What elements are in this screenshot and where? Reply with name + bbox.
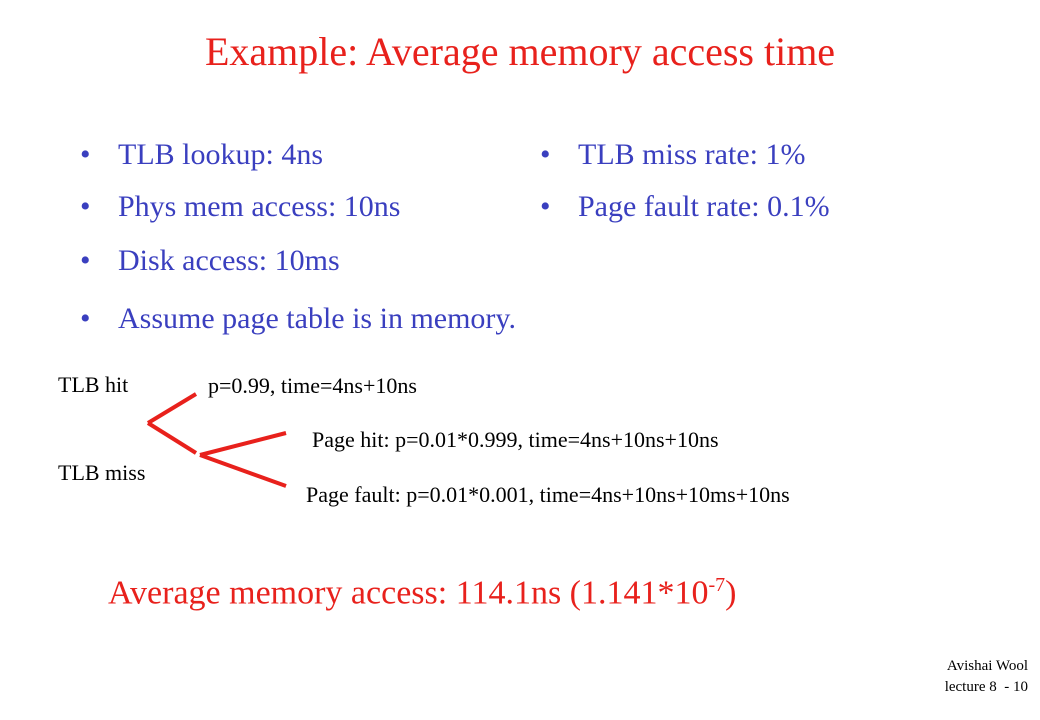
tlb-miss-label: TLB miss [58, 460, 146, 485]
tree-line-miss [146, 421, 198, 455]
slide-title: Example: Average memory access time [204, 29, 836, 74]
footer-author: Avishai Wool [946, 658, 1028, 674]
hit-branch-text: p=0.99, time=4ns+10ns [208, 373, 417, 398]
bullet-tlb-lookup: • TLB lookup: 4ns [80, 138, 323, 172]
average-access-result: Average memory access: 114.1ns (1.141*10… [108, 574, 737, 612]
bullet-text: TLB miss rate: 1% [578, 138, 806, 171]
bullet-text: Page fault rate: 0.1% [578, 190, 830, 223]
bullet-text: Assume page table is in memory. [118, 302, 516, 335]
bullet-text: Disk access: 10ms [118, 244, 340, 277]
footer-lecture: lecture 8 - 10 [944, 679, 1028, 695]
tree-line-page-hit [199, 431, 287, 457]
bullet-dot: • [540, 138, 551, 171]
bullet-dot: • [80, 244, 91, 277]
bullet-disk-access: • Disk access: 10ms [80, 244, 340, 278]
bullet-page-fault-rate: • Page fault rate: 0.1% [540, 190, 830, 224]
page-hit-branch-text: Page hit: p=0.01*0.999, time=4ns+10ns+10… [312, 427, 719, 452]
bullet-dot: • [540, 190, 551, 223]
bullet-text: Phys mem access: 10ns [118, 190, 401, 223]
result-exponent: -7 [708, 574, 726, 596]
result-prefix: Average memory access: 114.1ns (1.141*10 [108, 574, 709, 612]
tlb-hit-label: TLB hit [58, 372, 129, 397]
page-fault-branch-text: Page fault: p=0.01*0.001, time=4ns+10ns+… [306, 482, 790, 507]
bullet-text: TLB lookup: 4ns [118, 138, 324, 171]
bullet-dot: • [80, 302, 91, 335]
tree-line-hit [146, 392, 198, 425]
bullet-assume: • Assume page table is in memory. [80, 302, 516, 336]
bullet-phys-mem: • Phys mem access: 10ns [80, 190, 400, 224]
slide-footer: Avishai Wool lecture 8 - 10 [945, 656, 1028, 698]
bullet-dot: • [80, 190, 91, 223]
bullet-tlb-miss-rate: • TLB miss rate: 1% [540, 138, 805, 172]
tree-line-page-fault [199, 453, 287, 488]
bullet-dot: • [80, 138, 91, 171]
result-suffix: ) [725, 574, 737, 612]
